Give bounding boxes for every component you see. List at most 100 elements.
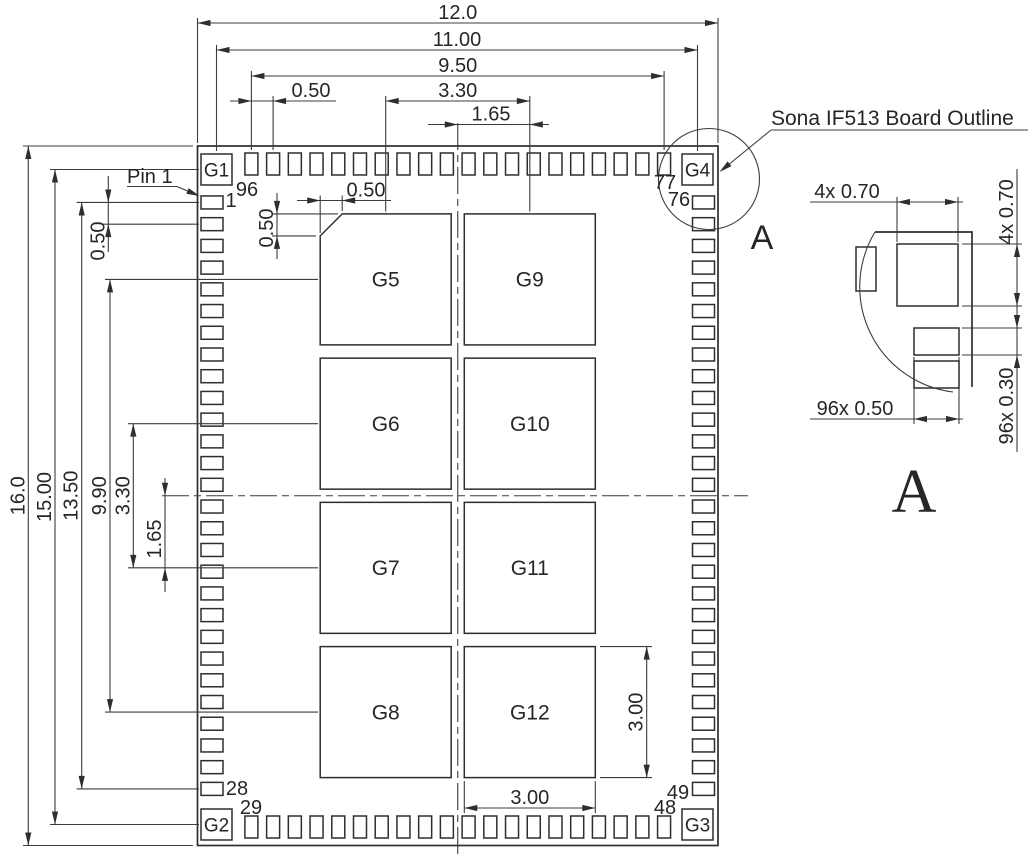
dim-arrowhead <box>251 72 265 80</box>
pad-right <box>691 586 716 601</box>
dim-arrowhead <box>161 567 169 581</box>
dim-arrowhead <box>897 198 910 206</box>
pad-left <box>200 759 224 775</box>
dim-arrowhead <box>643 764 650 778</box>
dim-arrowhead <box>130 554 137 568</box>
pad-bottom <box>439 815 455 839</box>
detail-callout-circle <box>657 127 761 231</box>
pad-right <box>691 216 716 232</box>
pad-right <box>691 629 716 645</box>
ground-pad-label: G12 <box>510 701 550 724</box>
pad-bottom <box>331 815 346 839</box>
pad-right <box>691 347 716 362</box>
pad-left <box>200 542 224 558</box>
pad-left <box>200 195 224 210</box>
dim-chamfer-height: 0.50 <box>256 209 278 248</box>
ground-pad-chamfered <box>319 213 452 346</box>
dim-arrowhead <box>197 19 211 27</box>
pad-right <box>691 390 716 406</box>
pad-top <box>461 152 476 176</box>
pad-top <box>504 152 520 176</box>
corner-pad-label: G3 <box>685 816 710 837</box>
pad-left <box>200 434 224 449</box>
dim-arrowhead <box>705 19 718 27</box>
corner-pad <box>681 153 714 186</box>
pad-right <box>691 455 716 471</box>
pin-label-1: 1 <box>225 190 236 212</box>
dim-arrowhead <box>1013 293 1021 306</box>
pin-label-77: 77 <box>654 172 676 194</box>
pad-bottom <box>613 815 628 839</box>
pad-bottom <box>635 815 650 839</box>
dim-detail-pin-height: 96x 0.30 <box>996 368 1018 445</box>
pad-bottom <box>461 815 476 839</box>
dim-arrowhead <box>161 482 169 496</box>
pad-left <box>200 521 224 536</box>
pad-bottom <box>287 815 303 839</box>
dim-gpad-half-pitch-top: 1.65 <box>472 104 511 126</box>
pin-label-76: 76 <box>668 189 690 211</box>
pad-right <box>691 759 716 775</box>
ground-pad-label: G8 <box>372 701 400 724</box>
dim-pin-col-span: 13.50 <box>61 471 83 521</box>
pad-right <box>691 716 716 731</box>
dim-board-width: 12.0 <box>438 2 477 24</box>
ground-pad-label: G5 <box>372 269 400 292</box>
pad-right <box>691 781 716 797</box>
dim-gpad-col-span: 9.90 <box>89 476 111 515</box>
pad-left <box>200 586 224 601</box>
dim-arrowhead <box>582 804 596 812</box>
dim-pad-row-span: 11.00 <box>433 29 482 51</box>
pad-left <box>200 629 224 645</box>
dim-arrowhead <box>51 169 59 183</box>
corner-pad <box>681 808 714 841</box>
pad-top <box>569 152 585 176</box>
dim-arrowhead <box>216 46 230 54</box>
dim-arrowhead <box>342 197 356 204</box>
pad-bottom <box>309 815 324 839</box>
pad-right <box>691 412 716 427</box>
dim-arrowhead <box>186 188 200 196</box>
pad-left <box>200 282 224 297</box>
pin-label-28: 28 <box>226 778 248 800</box>
corner-pad-label: G4 <box>685 161 711 182</box>
pad-top <box>309 152 324 176</box>
dim-arrowhead <box>273 200 281 214</box>
dim-arrowhead <box>307 197 321 204</box>
board-outline-title: Sona IF513 Board Outline <box>771 107 1014 130</box>
title-leader-line <box>721 129 772 171</box>
pad-top <box>591 152 607 176</box>
dim-arrowhead <box>1013 315 1021 328</box>
pad-left <box>200 477 224 493</box>
pin-label-48: 48 <box>654 797 676 819</box>
pad-right <box>691 260 716 275</box>
dim-detail-pin-width: 96x 0.50 <box>817 398 894 420</box>
dim-gpad-pitch-left: 3.30 <box>112 476 134 515</box>
pad-top <box>483 152 498 176</box>
dim-arrowhead <box>273 235 281 249</box>
dim-arrowhead <box>444 121 458 128</box>
dim-arrowhead <box>130 423 137 437</box>
pin-label-29: 29 <box>240 797 262 819</box>
dim-arrowhead <box>78 202 85 216</box>
ground-pad-label: G9 <box>516 269 544 292</box>
dim-gpad-width: 3.00 <box>510 787 549 809</box>
pad-left <box>200 238 224 254</box>
dim-pin-pitch-left: 0.50 <box>87 222 109 261</box>
ground-pad-label: G7 <box>372 557 400 580</box>
detail-top-pin-pad <box>855 246 877 292</box>
pad-top <box>548 152 563 176</box>
corner-pad <box>200 808 233 841</box>
dim-pad-col-span: 15.00 <box>34 472 56 522</box>
dim-gpad-half-pitch-left: 1.65 <box>144 520 166 559</box>
pad-left <box>200 651 224 666</box>
dim-arrowhead <box>946 415 959 423</box>
pad-bottom <box>265 815 281 839</box>
pad-top <box>439 152 455 176</box>
pad-top <box>287 152 303 176</box>
pad-right <box>691 564 716 579</box>
pad-bottom <box>526 815 542 839</box>
